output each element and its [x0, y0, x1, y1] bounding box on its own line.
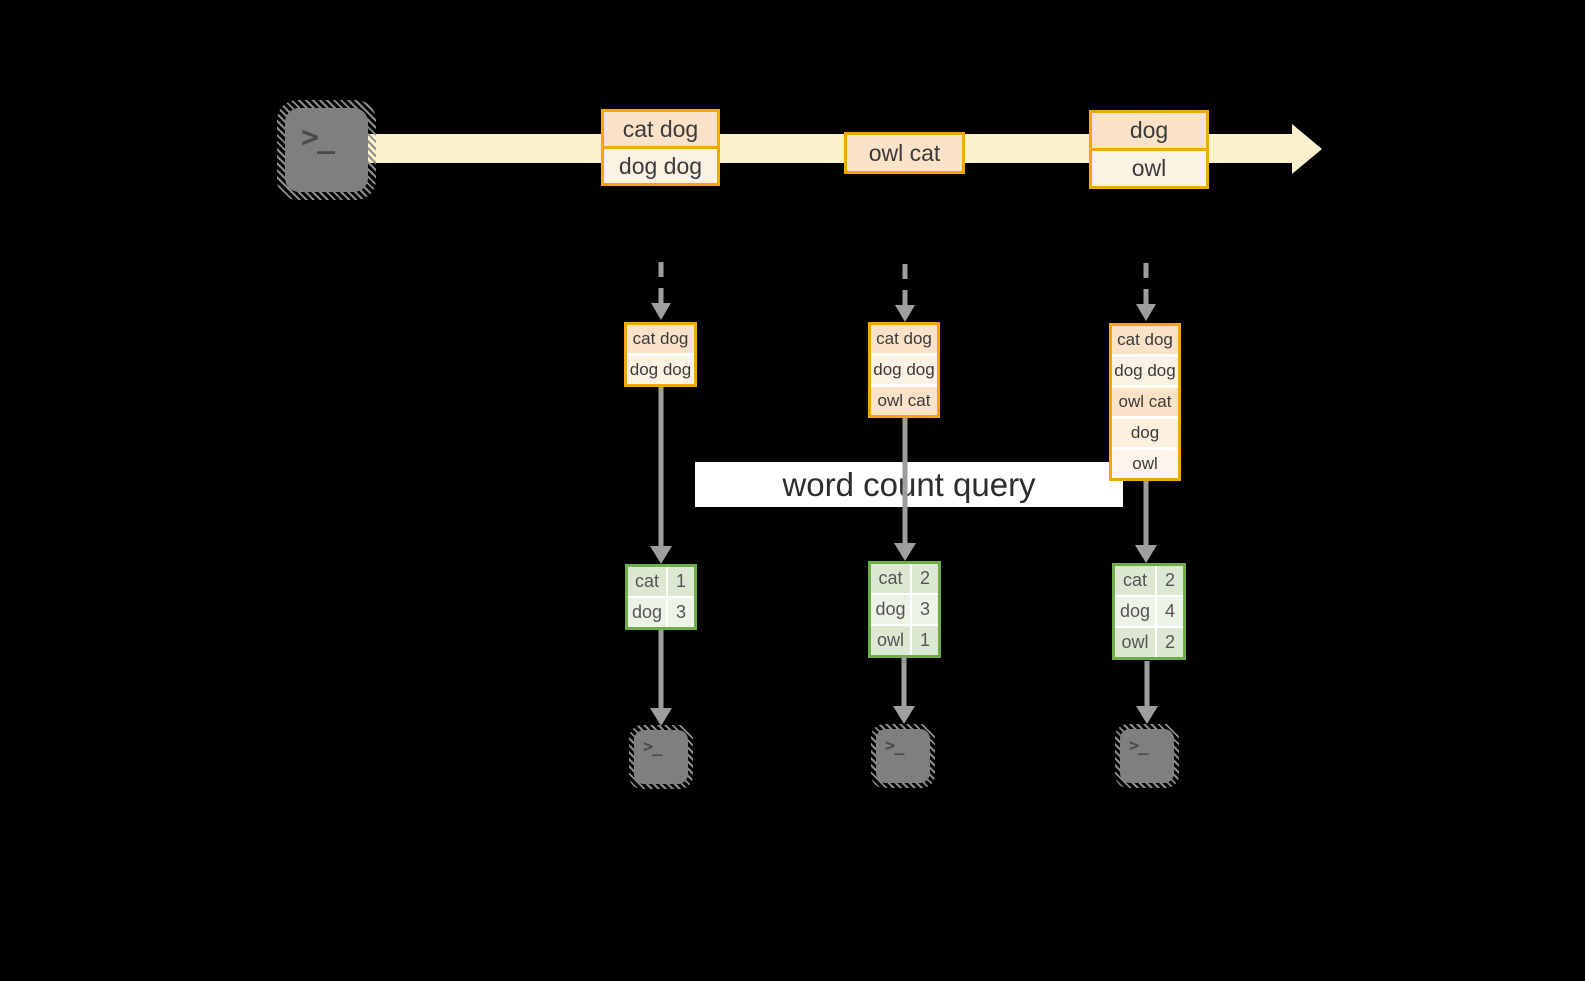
count-cell: 4 — [1157, 597, 1183, 626]
word-cell: owl — [1115, 628, 1155, 657]
output-arrow-line-1 — [658, 630, 664, 708]
output-arrow-line-2 — [901, 657, 907, 706]
stream-event-batch-1: cat dog dog dog — [601, 109, 720, 186]
buffer-row: dog dog — [871, 356, 937, 384]
process-arrowhead-2 — [894, 543, 916, 561]
ingest-arrowhead-3 — [1136, 304, 1156, 321]
prompt-icon: >_ — [885, 736, 905, 756]
word-cell: dog — [871, 595, 910, 624]
output-arrowhead-3 — [1136, 706, 1158, 724]
count-table-1: cat 1 dog 3 — [625, 564, 697, 630]
output-terminal-icon-3: >_ — [1115, 724, 1179, 788]
process-arrowhead-1 — [650, 546, 672, 564]
terminal-screen: >_ — [1120, 729, 1174, 783]
buffer-stack-1: cat dog dog dog — [624, 322, 697, 387]
message-cell: owl cat — [844, 132, 965, 174]
stream-timeline-arrowhead — [1292, 124, 1322, 174]
count-cell: 1 — [668, 567, 694, 596]
buffer-row: owl cat — [871, 387, 937, 415]
terminal-screen: >_ — [634, 730, 688, 784]
count-cell: 3 — [668, 598, 694, 627]
word-cell: cat — [1115, 566, 1155, 595]
word-cell: dog — [1115, 597, 1155, 626]
prompt-icon: >_ — [301, 120, 335, 155]
word-cell: cat — [628, 567, 666, 596]
output-arrowhead-1 — [650, 708, 672, 726]
stream-event-batch-3: dog owl — [1089, 110, 1209, 189]
count-cell: 3 — [912, 595, 938, 624]
process-arrowhead-3 — [1135, 545, 1157, 563]
query-banner: word count query — [695, 462, 1123, 507]
buffer-row: cat dog — [627, 325, 694, 353]
process-arrow-line-2 — [902, 418, 908, 543]
process-arrow-line-3 — [1143, 481, 1149, 545]
word-cell: cat — [871, 564, 910, 593]
buffer-row: cat dog — [871, 325, 937, 353]
message-cell: owl — [1089, 148, 1209, 189]
message-cell: cat dog — [601, 109, 720, 149]
buffer-row: dog — [1112, 419, 1178, 447]
prompt-icon: >_ — [1129, 736, 1149, 756]
output-arrow-line-3 — [1144, 661, 1150, 706]
message-cell: dog dog — [601, 146, 720, 186]
terminal-screen: >_ — [876, 729, 930, 783]
count-table-2: cat 2 dog 3 owl 1 — [868, 561, 941, 658]
output-terminal-icon-2: >_ — [871, 724, 935, 788]
ingest-arrow-line-3 — [1143, 263, 1149, 304]
stream-event-batch-2: owl cat — [844, 132, 965, 174]
buffer-stack-2: cat dog dog dog owl cat — [868, 322, 940, 418]
buffer-stack-3: cat dog dog dog owl cat dog owl — [1109, 323, 1181, 481]
count-cell: 2 — [1157, 566, 1183, 595]
buffer-row: cat dog — [1112, 326, 1178, 354]
prompt-icon: >_ — [643, 737, 663, 757]
message-cell: dog — [1089, 110, 1209, 151]
ingest-arrowhead-1 — [651, 303, 671, 320]
ingest-arrow-line-2 — [902, 264, 908, 305]
count-table-3: cat 2 dog 4 owl 2 — [1112, 563, 1186, 660]
ingest-arrow-line-1 — [658, 262, 664, 303]
buffer-row: dog dog — [627, 356, 694, 384]
buffer-row: owl — [1112, 450, 1178, 478]
buffer-row: owl cat — [1112, 388, 1178, 416]
process-arrow-line-1 — [658, 387, 664, 546]
word-cell: dog — [628, 598, 666, 627]
output-terminal-icon-1: >_ — [629, 725, 693, 789]
output-arrowhead-2 — [893, 706, 915, 724]
source-terminal-icon: >_ — [277, 100, 376, 200]
terminal-screen: >_ — [285, 108, 368, 192]
count-cell: 2 — [912, 564, 938, 593]
count-cell: 1 — [912, 626, 938, 655]
count-cell: 2 — [1157, 628, 1183, 657]
ingest-arrowhead-2 — [895, 305, 915, 322]
buffer-row: dog dog — [1112, 357, 1178, 385]
query-label: word count query — [782, 465, 1036, 503]
word-cell: owl — [871, 626, 910, 655]
